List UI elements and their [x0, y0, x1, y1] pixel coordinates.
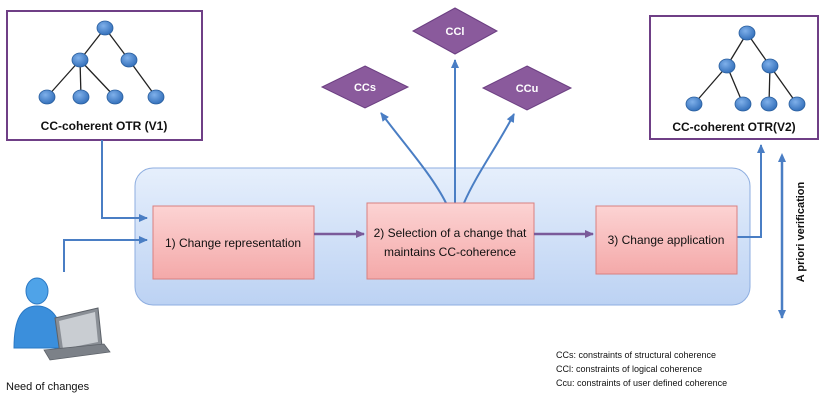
tree-node [147, 89, 165, 105]
step-2-label-line2: maintains CC-coherence [384, 245, 516, 259]
tree-node [761, 58, 779, 74]
tree-node [120, 52, 138, 68]
diamond-ccl: CCl [411, 7, 499, 55]
diamond-ccs: CCs [320, 65, 410, 109]
step-2: 2) Selection of a change that maintains … [366, 202, 535, 280]
step-3-label: 3) Change application [608, 233, 725, 247]
tree-node [734, 96, 752, 112]
arrow-to-ccs [380, 112, 447, 204]
tree-node [788, 96, 806, 112]
user-icon [13, 277, 111, 361]
ccs-label: CCs [354, 82, 376, 94]
legend-item: Ccu: constraints of user defined coheren… [556, 378, 727, 388]
tree-node [71, 52, 89, 68]
arrow-user-to-step1 [63, 236, 148, 272]
left-tree-label: CC-coherent OTR (V1) [41, 119, 168, 133]
tree-node [738, 25, 756, 41]
tree-node [106, 89, 124, 105]
tree-node [685, 96, 703, 112]
right-tree-frame [649, 15, 819, 140]
tree-node [718, 58, 736, 74]
right-tree-label: CC-coherent OTR(V2) [672, 120, 795, 134]
verification-label: A priori verification [795, 182, 807, 283]
right-tree: CC-coherent OTR(V2) [649, 15, 819, 140]
tree-node [96, 20, 114, 36]
arrow-to-ccu [463, 113, 515, 204]
legend-item: CCs: constraints of structural coherence [556, 350, 716, 360]
step-1: 1) Change representation [152, 205, 315, 280]
arrow-step3-to-tree [737, 144, 765, 238]
legend: CCs: constraints of structural coherence… [556, 350, 727, 388]
tree-node [760, 96, 778, 112]
diamond-ccu: CCu [481, 65, 573, 111]
left-tree: CC-coherent OTR (V1) [6, 10, 203, 141]
step-3: 3) Change application [595, 205, 738, 275]
step-2-label-line1: 2) Selection of a change that [374, 226, 527, 240]
legend-item: CCl: constraints of logical coherence [556, 364, 702, 374]
tree-node [72, 89, 90, 105]
ccl-label: CCl [446, 26, 465, 38]
tree-node [38, 89, 56, 105]
ccu-label: CCu [516, 83, 539, 95]
step-1-label: 1) Change representation [165, 236, 301, 250]
arrow-tree-to-step1 [101, 140, 148, 222]
user-label: Need of changes [6, 381, 90, 393]
